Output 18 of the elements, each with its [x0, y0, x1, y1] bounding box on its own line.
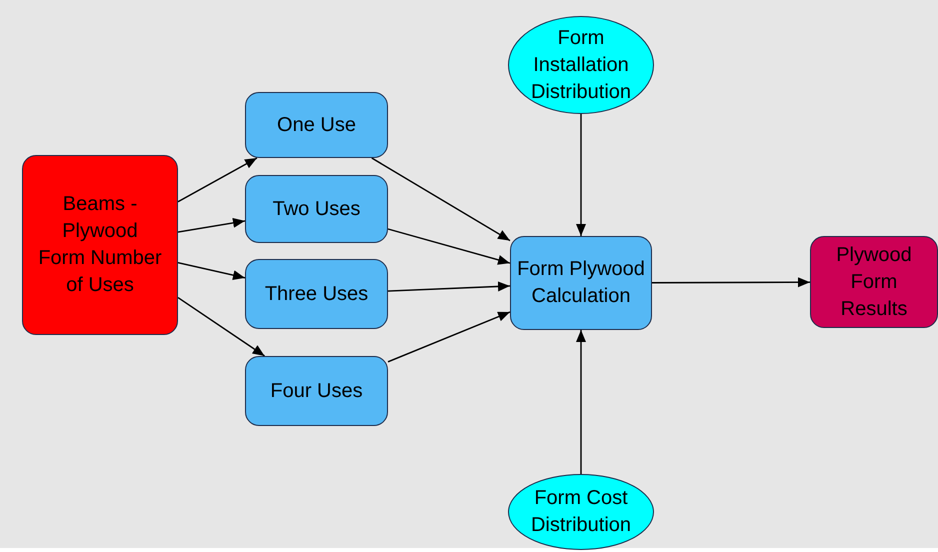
arrow — [576, 330, 586, 474]
process-box: One Use — [245, 92, 388, 158]
arrow — [178, 262, 246, 280]
process-box: Two Uses — [245, 175, 388, 243]
output-box: Plywood Form Results — [810, 236, 938, 328]
input-box: Beams - Plywood Form Number of Uses — [22, 155, 178, 335]
arrow — [178, 218, 246, 233]
arrow — [388, 311, 510, 362]
arrow — [178, 157, 258, 202]
process-box: Three Uses — [245, 259, 388, 329]
calculation-box: Form Plywood Calculation — [510, 236, 652, 330]
arrow — [576, 114, 586, 236]
arrow — [388, 281, 510, 292]
arrow — [652, 277, 810, 288]
process-box: Four Uses — [245, 356, 388, 426]
arrow — [178, 297, 265, 357]
arrow — [371, 157, 510, 242]
arrow — [388, 228, 510, 265]
